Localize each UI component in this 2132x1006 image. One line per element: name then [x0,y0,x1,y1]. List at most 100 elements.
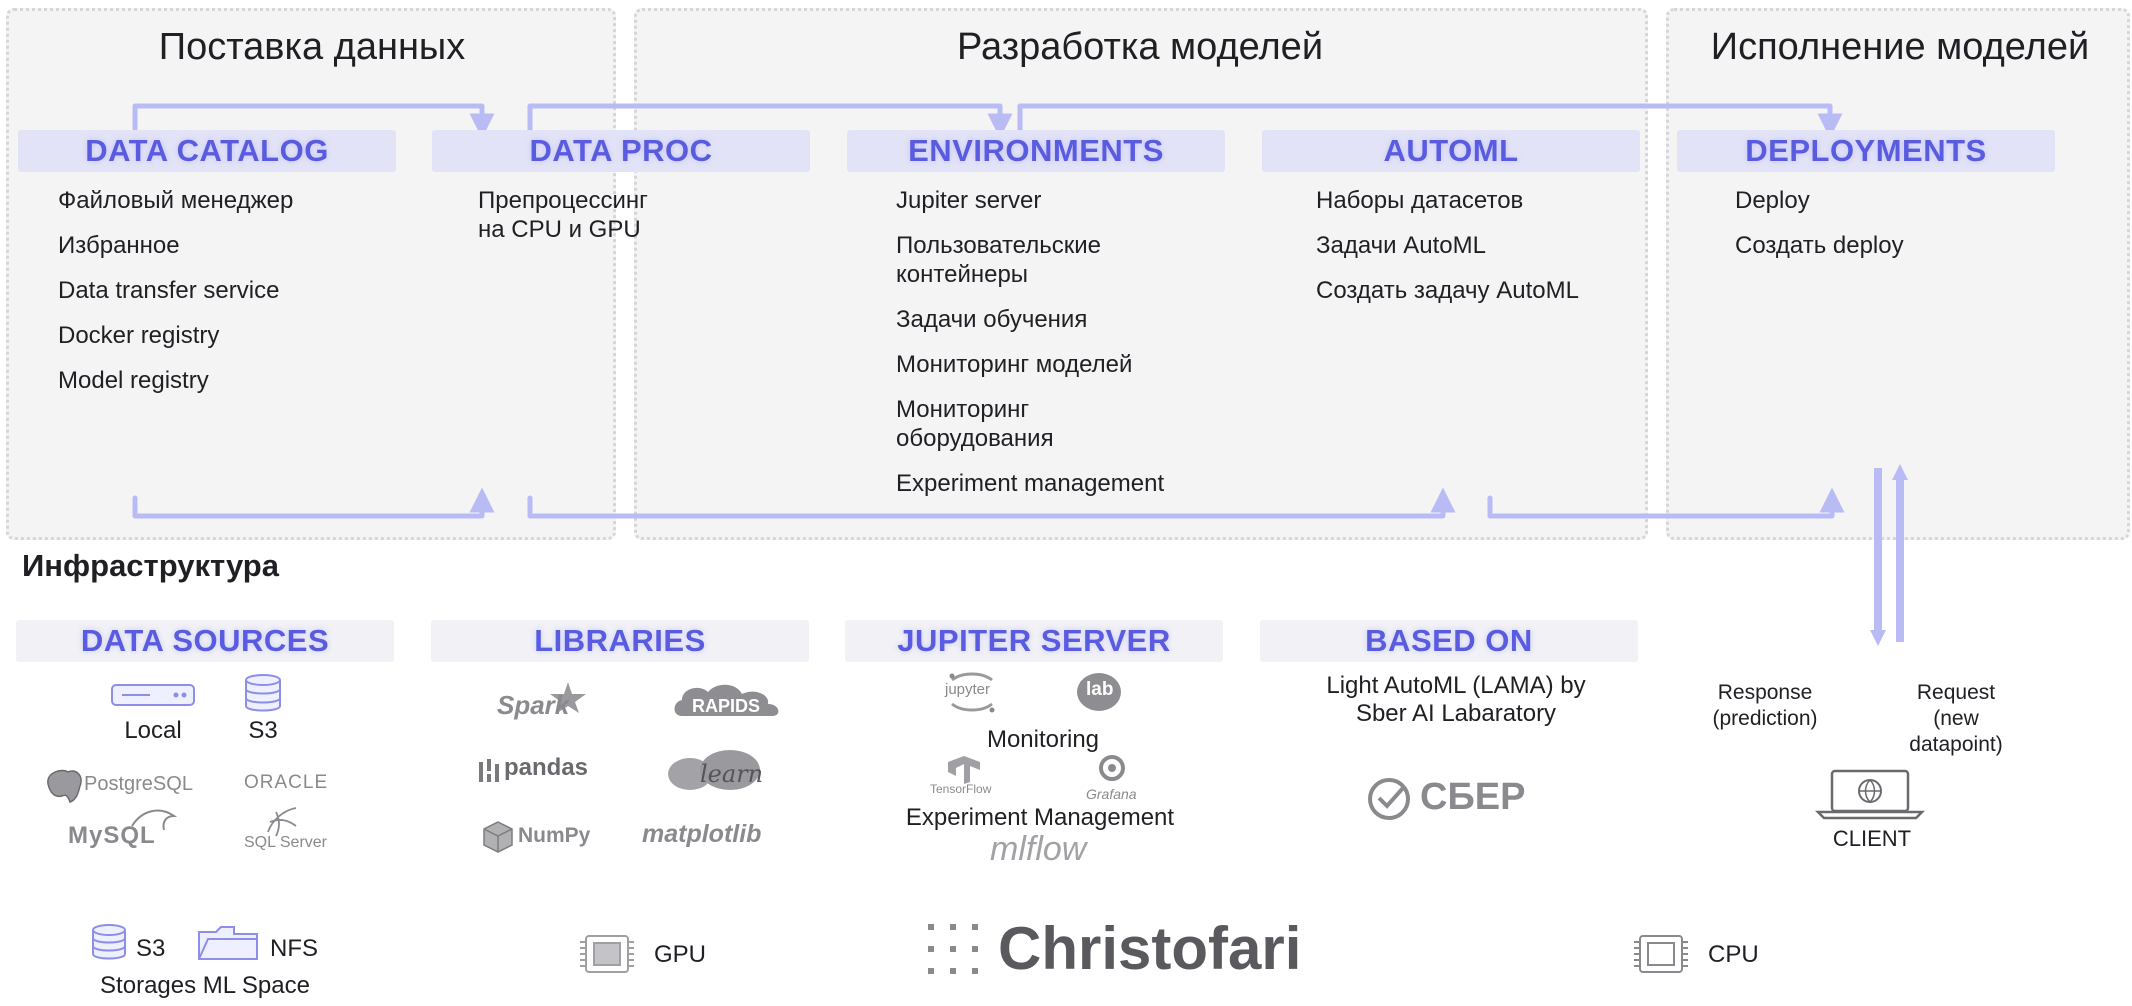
flow-arrows [132,103,1845,519]
gpu-chip-icon [580,935,634,973]
list-item: Наборы датасетов [1316,187,1524,214]
infra-libraries: LIBRARIES [431,620,809,662]
list-item: Задачи AutoML [1316,232,1486,259]
source-s3-label: S3 [248,717,278,744]
storage-s3-icon [92,924,126,960]
category-data-catalog: DATA CATALOG [18,130,396,172]
list-item: Experiment management [896,470,1165,497]
sber-icon [1368,778,1410,820]
request-response-arrows [1870,464,1908,646]
arrow-proc-to-env-top [527,103,1013,139]
tensorflow-icon [948,756,980,784]
arrow-automl-to-deploy-bottom [1487,487,1845,519]
jupyter-logo: jupyter [945,681,991,698]
list-item: Создать задачу AutoML [1316,277,1579,304]
category-label: DATA CATALOG [85,133,329,168]
monitoring-label: Monitoring [986,726,1100,753]
mysql-logo: MySQL [68,822,156,849]
category-label: DATA SOURCES [80,623,330,658]
category-label: AUTOML [1383,133,1519,168]
response-label: Response (prediction) [1712,681,1818,730]
numpy-logo: NumPy [518,824,591,847]
spark-star-icon [550,682,586,713]
experiment-management-label: Experiment Management [905,804,1175,831]
list-item: Файловый менеджер [58,187,294,214]
category-label: DATA PROC [529,133,713,168]
infra-title: Инфраструктура [22,548,279,583]
rapids-cloud-icon [674,684,779,716]
arrow-catalog-to-proc-top [132,103,495,139]
list-item: Пользовательские контейнеры [896,232,1101,288]
pandas-logo: pandas [504,754,589,781]
numpy-cube-icon [483,821,513,853]
infra-based-on: BASED ON [1260,620,1638,662]
list-item: Препроцессинг на CPU и GPU [478,187,648,243]
panel-data-delivery [6,8,616,540]
cpu-chip-icon [1634,935,1688,973]
category-label: ENVIRONMENTS [908,133,1164,168]
laptop-icon [1814,769,1926,820]
gpu-label: GPU [654,941,707,968]
infra-data-sources: DATA SOURCES [16,620,394,662]
sklearn-logo: learn [700,760,764,788]
matplotlib-logo: matplotlib [642,820,762,848]
infra-jupiter-server: JUPITER SERVER [845,620,1223,662]
grafana-logo: Grafana [1086,786,1137,802]
postgresql-logo: PostgreSQL [84,773,193,795]
category-deployments: DEPLOYMENTS [1677,130,2055,172]
list-item: Мониторинг оборудования [896,396,1054,452]
category-automl: AUTOML [1262,130,1640,172]
section-title-data-delivery: Поставка данных [158,26,466,68]
list-item: Model registry [58,367,209,394]
mlflow-logo: mlflow [990,830,1087,868]
list-item: Мониторинг моделей [896,351,1133,378]
folder-icon [198,926,258,960]
database-icon [245,674,281,712]
category-data-proc: DATA PROC [432,130,810,172]
tensorflow-logo: TensorFlow [930,782,992,796]
section-title-model-dev: Разработка моделей [956,26,1324,68]
list-item: Jupiter server [896,187,1042,214]
postgresql-icon [47,769,82,803]
cpu-label: CPU [1708,941,1759,968]
request-label: Request (new datapoint) [1909,681,2003,756]
jupyterlab-logo: lab [1086,679,1114,700]
client-label: CLIENT [1832,826,1912,851]
arrow-proc-to-automl-bottom [527,487,1456,519]
sqlserver-icon [267,807,297,837]
christofari-dots-icon [928,924,978,974]
category-label: BASED ON [1365,623,1533,658]
mysql-dolphin-icon [131,809,178,831]
category-label: JUPITER SERVER [897,623,1171,658]
server-icon [111,684,195,706]
sber-logo: СБЕР [1420,776,1526,818]
sklearn-blob-icon [668,750,760,790]
pandas-bars-icon [479,759,499,782]
list-item: Deploy [1735,187,1810,214]
christofari-logo: Christofari [998,915,1302,982]
list-item: Создать deploy [1735,232,1904,259]
section-title-model-exec: Исполнение моделей [1710,26,2090,68]
category-label: LIBRARIES [534,623,706,658]
grafana-icon [1099,755,1125,781]
lama-label: Light AutoML (LAMA) by Sber AI Labarator… [1326,672,1586,727]
sqlserver-logo: SQL Server [244,834,327,851]
list-item: Задачи обучения [896,306,1088,333]
panel-model-dev [634,8,1648,540]
jupyter-icon [949,672,995,713]
oracle-logo: ORACLE [244,772,329,793]
jupyterlab-icon [1077,673,1121,711]
list-item: Docker registry [58,322,220,349]
arrow-catalog-to-proc-bottom [132,487,495,519]
category-label: DEPLOYMENTS [1745,133,1987,168]
arrow-env-to-deploy-top [1017,103,1843,139]
storage-s3-label: S3 [136,935,166,962]
source-local-label: Local [124,717,182,744]
storage-nfs-label: NFS [270,935,318,962]
storages-label: Storages ML Space [100,972,310,999]
category-environments: ENVIRONMENTS [847,130,1225,172]
rapids-logo: RAPIDS [692,696,761,716]
list-item: Избранное [58,232,180,259]
list-item: Data transfer service [58,277,280,304]
spark-logo: Spark [497,690,570,720]
